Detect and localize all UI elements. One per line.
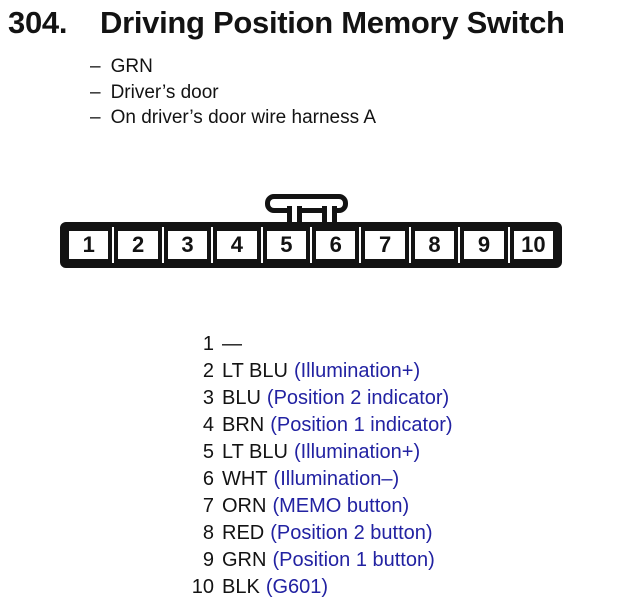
wire-color: ORN	[222, 495, 267, 517]
note-line: – On driver’s door wire harness A	[90, 105, 376, 131]
pin-function: (Illumination+)	[293, 360, 421, 382]
wire-color: LT BLU	[222, 360, 288, 382]
pin-number: 6	[202, 468, 214, 490]
connector-pin-10: 10	[509, 227, 558, 263]
wire-color: LT BLU	[222, 441, 288, 463]
wire-color: BRN	[222, 414, 265, 436]
pin-row: 8 RED (Position 2 button)	[0, 520, 453, 547]
pin-description-list: 1 — 2 LT BLU (Illumination+) 3 BLU (Posi…	[0, 331, 453, 601]
pin-number: 8	[202, 522, 214, 544]
pin-number: 5	[202, 441, 214, 463]
connector-pin-4: 4	[213, 227, 261, 263]
note-text: On driver’s door wire harness A	[110, 107, 376, 128]
pin-function: (Position 1 button)	[272, 549, 435, 571]
connector-pin-2: 2	[114, 227, 162, 263]
connector-pin-1: 1	[65, 227, 113, 263]
pin-number: 2	[202, 360, 214, 382]
connector-pin-9: 9	[460, 227, 508, 263]
pin-row: 10 BLK (G601)	[0, 574, 453, 601]
note-line: – GRN	[90, 54, 376, 80]
connector-latch-leg-left	[287, 206, 302, 223]
pin-function: (Illumination–)	[273, 468, 400, 490]
pin-function: (Position 1 indicator)	[270, 414, 453, 436]
pin-number: 7	[202, 495, 214, 517]
pin-row: 9 GRN (Position 1 button)	[0, 547, 453, 574]
page-title: 304. Driving Position Memory Switch	[8, 5, 565, 41]
connector-latch-leg-right	[322, 206, 337, 223]
connector-pin-6: 6	[312, 227, 360, 263]
pin-row: 5 LT BLU (Illumination+)	[0, 439, 453, 466]
dash-bullet: –	[90, 107, 101, 128]
pin-row: 6 WHT (Illumination–)	[0, 466, 453, 493]
wire-color: GRN	[222, 549, 267, 571]
pin-row: 7 ORN (MEMO button)	[0, 493, 453, 520]
wire-color: BLK	[222, 576, 260, 598]
pin-function: (Position 2 indicator)	[266, 387, 450, 409]
note-line: – Driver’s door	[90, 80, 376, 106]
pin-row: 1 —	[0, 331, 453, 358]
connector-pin-8: 8	[410, 227, 459, 263]
pin-function: (G601)	[265, 576, 329, 598]
notes-list: – GRN – Driver’s door – On driver’s door…	[90, 54, 376, 131]
wire-color: —	[222, 333, 242, 355]
pin-function: (Illumination+)	[293, 441, 421, 463]
wire-color: BLU	[222, 387, 261, 409]
wire-color: RED	[222, 522, 265, 544]
pin-number: 9	[202, 549, 214, 571]
note-text: Driver’s door	[110, 81, 219, 103]
connector-diagram: 1 2 3 4 5 6 7 8 9 10	[60, 222, 562, 268]
pin-number: 1	[202, 333, 214, 355]
pin-number: 10	[191, 576, 214, 598]
dash-bullet: –	[90, 56, 101, 77]
wire-color: WHT	[222, 468, 268, 490]
pin-function: (MEMO button)	[272, 495, 410, 517]
note-text: GRN	[110, 56, 153, 77]
pin-number: 3	[202, 387, 214, 409]
section-title: Driving Position Memory Switch	[100, 5, 565, 40]
connector-pin-3: 3	[163, 227, 212, 263]
connector-pin-5: 5	[262, 227, 311, 263]
section-number: 304.	[8, 5, 68, 40]
connector-pin-7: 7	[361, 227, 409, 263]
pin-row: 4 BRN (Position 1 indicator)	[0, 412, 453, 439]
pin-row: 2 LT BLU (Illumination+)	[0, 358, 453, 385]
pin-function: (Position 2 button)	[270, 522, 433, 544]
pin-number: 4	[202, 414, 214, 436]
pin-row: 3 BLU (Position 2 indicator)	[0, 385, 453, 412]
dash-bullet: –	[90, 81, 101, 103]
